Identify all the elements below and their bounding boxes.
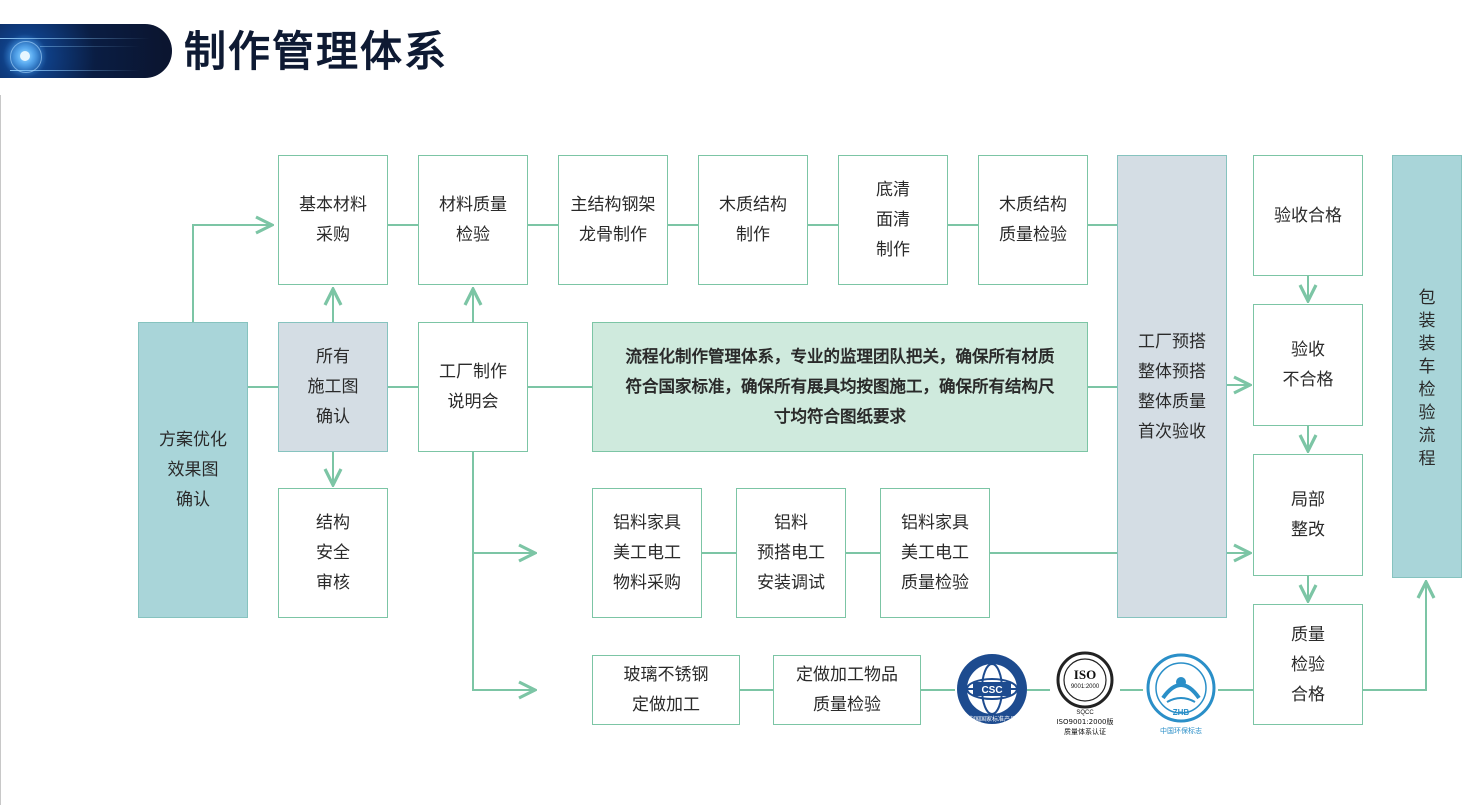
- cert3-text: ZHB: [1173, 708, 1190, 717]
- node-primer: 底清 面清 制作: [838, 155, 948, 285]
- node-drawings: 所有 施工图 确认: [278, 322, 388, 452]
- packing-char: 程: [1418, 449, 1436, 468]
- cert-iso-logo: ISO 9001:2000 SQCC ISO9001:2000版 质量体系认证: [1050, 650, 1120, 738]
- packing-char: 验: [1418, 403, 1436, 422]
- node-alu-install: 铝料 预搭电工 安装调试: [736, 488, 846, 618]
- cert2-inner: SQCC: [1076, 710, 1094, 716]
- node-factory-prebuild: 工厂预搭 整体预搭 整体质量 首次验收: [1117, 155, 1227, 618]
- cert2-caption1: ISO9001:2000版: [1056, 717, 1113, 726]
- node-wood-check: 木质结构 质量检验: [978, 155, 1088, 285]
- node-frame: 主结构钢架 龙骨制作: [558, 155, 668, 285]
- header-banner: [0, 24, 172, 78]
- svg-text:CSC: CSC: [981, 685, 1002, 696]
- page-title: 制作管理体系: [184, 28, 449, 75]
- node-rework: 局部 整改: [1253, 454, 1363, 576]
- packing-char: 检: [1418, 380, 1436, 399]
- node-glass: 玻璃不锈钢 定做加工: [592, 655, 740, 725]
- cert2-caption2: 质量体系认证: [1064, 727, 1106, 736]
- packing-char: 包: [1418, 288, 1436, 307]
- left-rule: [0, 95, 1, 805]
- packing-char: 装: [1418, 334, 1436, 353]
- node-wood: 木质结构 制作: [698, 155, 808, 285]
- node-plan: 方案优化 效果图 确认: [138, 322, 248, 618]
- node-alu-check: 铝料家具 美工电工 质量检验: [880, 488, 990, 618]
- packing-char: 车: [1418, 357, 1436, 376]
- node-factory-meeting: 工厂制作 说明会: [418, 322, 528, 452]
- node-custom-check: 定做加工物品 质量检验: [773, 655, 921, 725]
- node-fail: 验收 不合格: [1253, 304, 1363, 426]
- packing-char: 流: [1418, 426, 1436, 445]
- cert1-text: 中国国家标准产品: [968, 715, 1016, 723]
- cert2-mark: ISO: [1074, 667, 1096, 682]
- cert-national-standard-logo: CSC 中国国家标准产品: [955, 651, 1029, 733]
- node-alu-purchase: 铝料家具 美工电工 物料采购: [592, 488, 702, 618]
- cert-environment-logo: ZHB 中国环保标志: [1143, 652, 1219, 736]
- node-statement: 流程化制作管理体系，专业的监理团队把关，确保所有材质符合国家标准，确保所有展具均…: [592, 322, 1088, 452]
- node-pass: 验收合格: [1253, 155, 1363, 276]
- cert2-sub: 9001:2000: [1071, 684, 1100, 690]
- packing-char: 装: [1418, 311, 1436, 330]
- node-material-check: 材料质量 检验: [418, 155, 528, 285]
- cert3-caption: 中国环保标志: [1160, 726, 1202, 735]
- node-packing: 包装装车检验流程: [1392, 155, 1462, 578]
- node-structure-review: 结构 安全 审核: [278, 488, 388, 618]
- node-purchase: 基本材料 采购: [278, 155, 388, 285]
- node-quality-pass: 质量 检验 合格: [1253, 604, 1363, 725]
